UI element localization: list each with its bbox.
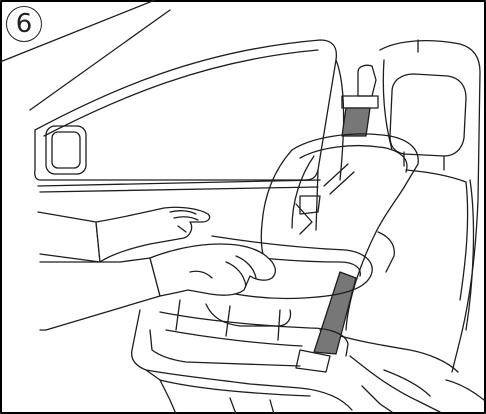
child-seat-base-edge — [166, 330, 302, 346]
child-seat-back-outer — [292, 134, 418, 330]
floor-line — [146, 370, 352, 410]
lower-hand — [150, 244, 275, 296]
seat-cushion-front — [350, 356, 440, 412]
a-pillar-line-2 — [30, 10, 170, 110]
child-seat-back-rim — [300, 146, 407, 172]
window-inner-line — [44, 50, 318, 136]
seat-belt — [296, 65, 378, 372]
seat-cushion-seam — [384, 370, 430, 396]
child-seat-base-bottom — [150, 330, 300, 366]
harness-slots — [324, 164, 354, 194]
belt-retractor — [358, 65, 376, 96]
headrest — [390, 74, 466, 156]
belt-clip — [296, 204, 312, 234]
door-edge — [316, 170, 318, 230]
lap-belt-guide — [378, 232, 394, 272]
floor-console-left — [132, 310, 176, 414]
step-number-badge: 6 — [6, 6, 42, 42]
lap-belt-strap — [314, 272, 356, 354]
door-belt-line — [38, 180, 320, 186]
base-recess — [206, 304, 291, 326]
hands — [38, 207, 275, 330]
seat-side-trim — [446, 380, 484, 400]
seat-rail — [362, 386, 392, 412]
child-seat-inner-contour — [292, 156, 314, 228]
b-pillar — [336, 60, 343, 180]
seatback-front-panel — [406, 170, 468, 300]
shoulder-belt-strap — [342, 108, 370, 136]
side-mirror-glass — [52, 132, 80, 168]
belt-guide — [342, 96, 378, 108]
lower-sleeve — [40, 258, 160, 330]
door-belt-line-2 — [40, 187, 318, 192]
child-seat-side-wing — [261, 150, 292, 270]
floor-mat-edges — [230, 398, 274, 414]
car-door — [0, 0, 343, 230]
upper-sleeve — [38, 212, 100, 262]
